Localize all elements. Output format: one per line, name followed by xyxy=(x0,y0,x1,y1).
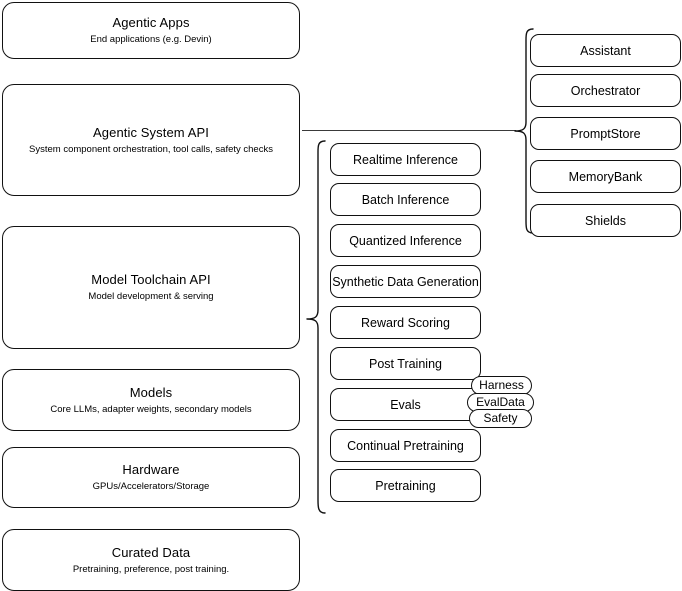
layer-title: Model Toolchain API xyxy=(91,272,211,287)
layer-title: Hardware xyxy=(122,462,180,477)
layer-title: Models xyxy=(129,384,173,400)
component-post-training[interactable]: Post Training xyxy=(330,347,481,380)
component-pretraining[interactable]: Pretraining xyxy=(330,469,481,502)
layer-subtitle: End applications (e.g. Devin) xyxy=(90,34,212,45)
layer-subtitle: Model development & serving xyxy=(88,291,214,302)
evals-subcomponent-label: Harness xyxy=(479,378,524,392)
component-synthetic-data-generation[interactable]: Synthetic Data Generation xyxy=(330,265,481,298)
component-reward-scoring[interactable]: Reward Scoring xyxy=(330,306,481,339)
component-label: Reward Scoring xyxy=(361,315,450,330)
layer-models[interactable]: Models Core LLMs, adapter weights, secon… xyxy=(2,369,300,431)
system-component-assistant[interactable]: Assistant xyxy=(530,34,681,67)
system-component-label: Orchestrator xyxy=(570,83,641,98)
system-component-label: MemoryBank xyxy=(568,169,643,184)
brace-model-toolchain xyxy=(304,140,326,514)
component-label: Evals xyxy=(390,397,421,412)
layer-title: Curated Data xyxy=(111,544,191,560)
component-continual-pretraining[interactable]: Continual Pretraining xyxy=(330,429,481,462)
layer-curated-data[interactable]: Curated Data Pretraining, preference, po… xyxy=(2,529,300,591)
evals-subcomponent-harness[interactable]: Harness xyxy=(471,376,532,395)
layer-subtitle: GPUs/Accelerators/Storage xyxy=(92,481,210,492)
component-label: Synthetic Data Generation xyxy=(332,274,479,289)
layer-agentic-apps[interactable]: Agentic Apps End applications (e.g. Devi… xyxy=(2,2,300,59)
layer-agentic-system-api[interactable]: Agentic System API System component orch… xyxy=(2,84,300,196)
evals-subcomponent-label: EvalData xyxy=(476,395,525,409)
layer-subtitle: Core LLMs, adapter weights, secondary mo… xyxy=(50,403,252,415)
component-evals[interactable]: Evals xyxy=(330,388,481,421)
system-component-label: Shields xyxy=(585,213,626,228)
component-label: Post Training xyxy=(369,356,442,371)
component-realtime-inference[interactable]: Realtime Inference xyxy=(330,143,481,176)
system-component-promptstore[interactable]: PromptStore xyxy=(530,117,681,150)
component-label: Continual Pretraining xyxy=(347,438,464,453)
system-component-label: PromptStore xyxy=(570,126,641,141)
component-label: Pretraining xyxy=(375,478,436,493)
evals-subcomponent-label: Safety xyxy=(483,411,518,425)
system-component-shields[interactable]: Shields xyxy=(530,204,681,237)
system-component-orchestrator[interactable]: Orchestrator xyxy=(530,74,681,107)
layer-model-toolchain-api[interactable]: Model Toolchain API Model development & … xyxy=(2,226,300,349)
component-label: Quantized Inference xyxy=(349,233,462,248)
component-quantized-inference[interactable]: Quantized Inference xyxy=(330,224,481,257)
system-component-memorybank[interactable]: MemoryBank xyxy=(530,160,681,193)
layer-hardware[interactable]: Hardware GPUs/Accelerators/Storage xyxy=(2,447,300,508)
evals-subcomponent-evaldata[interactable]: EvalData xyxy=(467,393,534,412)
evals-subcomponent-safety[interactable]: Safety xyxy=(469,409,532,428)
component-label: Realtime Inference xyxy=(353,152,458,167)
component-label: Batch Inference xyxy=(361,192,450,207)
layer-title: Agentic System API xyxy=(93,124,209,140)
layer-subtitle: Pretraining, preference, post training. xyxy=(72,563,230,575)
system-component-label: Assistant xyxy=(580,43,631,58)
layer-title: Agentic Apps xyxy=(112,15,190,30)
layer-subtitle: System component orchestration, tool cal… xyxy=(29,143,273,155)
connector-line-agentic-system-api xyxy=(302,130,516,131)
component-batch-inference[interactable]: Batch Inference xyxy=(330,183,481,216)
